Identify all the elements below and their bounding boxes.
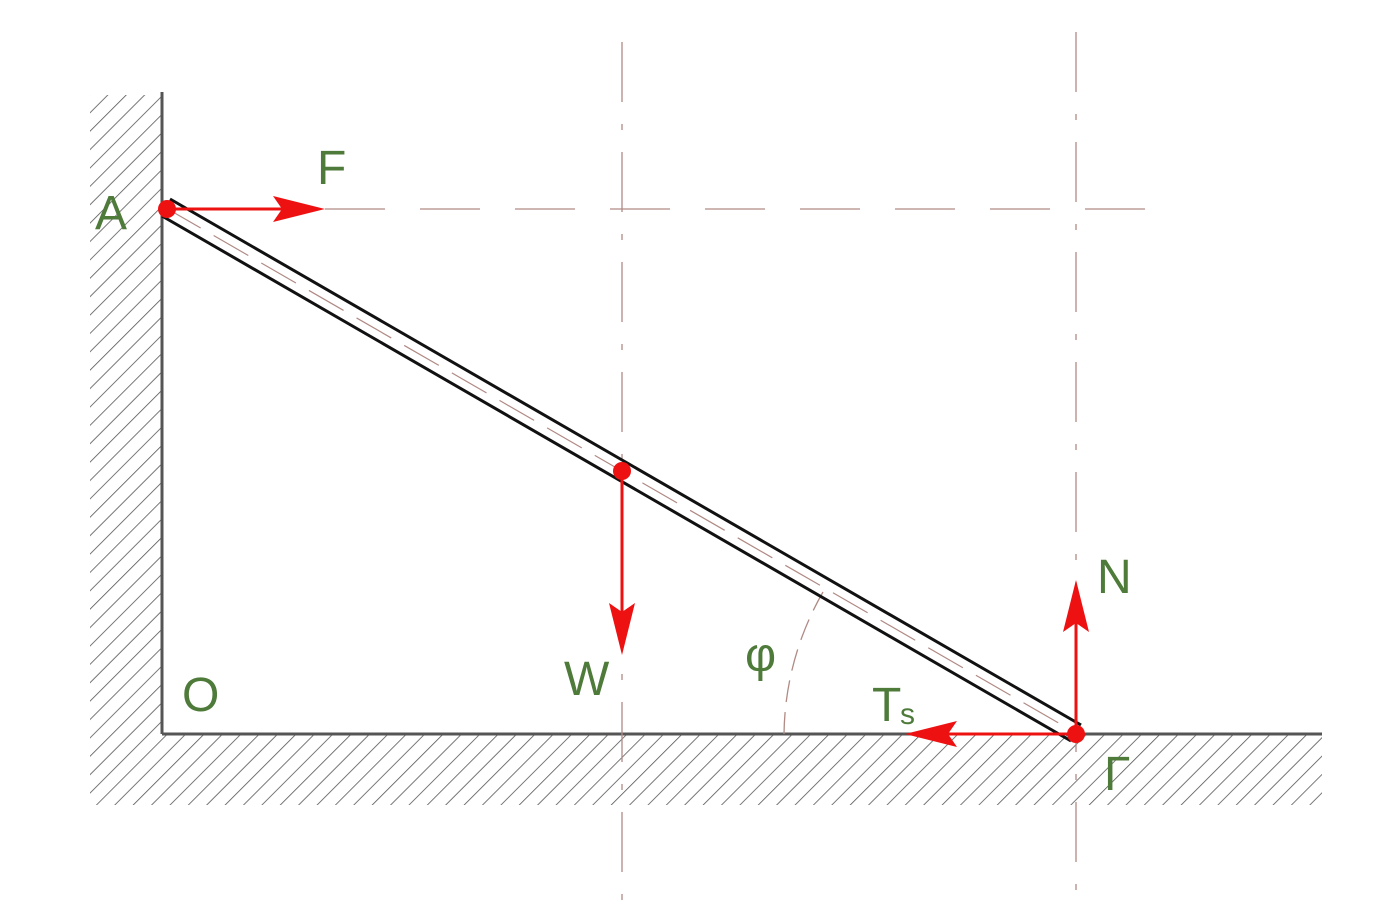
point-gamma-dot <box>1067 725 1085 743</box>
label-t: T <box>872 679 901 732</box>
label-w: W <box>564 653 610 706</box>
force-w-arrowhead <box>609 603 635 655</box>
point-center-dot <box>613 462 631 480</box>
label-t-subscript: s <box>900 698 915 731</box>
label-gamma: Γ <box>1104 748 1130 801</box>
label-phi: φ <box>745 629 776 682</box>
force-f-arrowhead <box>273 196 325 222</box>
wall-hatching <box>90 95 162 805</box>
label-a: A <box>95 187 127 240</box>
label-o: O <box>182 669 219 722</box>
label-f: F <box>317 142 346 195</box>
point-a-dot <box>158 200 176 218</box>
bar-upper-edge <box>169 197 1082 727</box>
bar-lower-edge <box>161 214 1072 743</box>
angle-arc <box>783 591 824 735</box>
label-n: N <box>1097 551 1132 604</box>
force-n-arrowhead <box>1063 580 1089 632</box>
ground-hatching <box>162 734 1322 805</box>
force-ts-arrowhead <box>905 721 957 747</box>
